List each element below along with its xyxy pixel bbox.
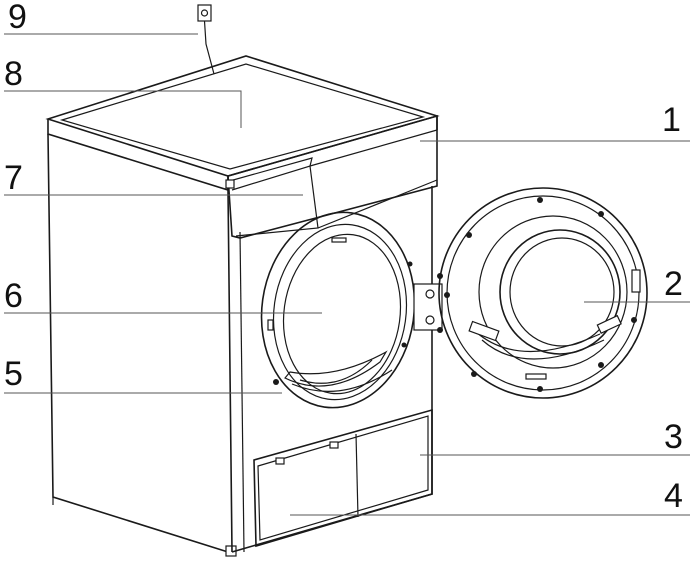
callout-8: 8 — [4, 55, 23, 93]
control-panel — [225, 114, 438, 239]
top-cover — [45, 55, 440, 192]
callout-2: 2 — [664, 265, 683, 303]
callout-9: 9 — [8, 0, 27, 36]
callout-3: 3 — [664, 418, 683, 456]
side-panel — [47, 133, 237, 557]
callout-5: 5 — [4, 355, 23, 393]
open-door — [438, 187, 648, 399]
drum-opening — [260, 211, 416, 409]
power-plug — [197, 4, 215, 75]
callout-4: 4 — [664, 477, 683, 515]
service-panels — [253, 408, 433, 548]
callout-6: 6 — [4, 277, 23, 315]
door-hinge — [413, 273, 443, 333]
callout-1: 1 — [662, 101, 681, 139]
callout-7: 7 — [4, 159, 23, 197]
leader-lines — [4, 33, 690, 516]
